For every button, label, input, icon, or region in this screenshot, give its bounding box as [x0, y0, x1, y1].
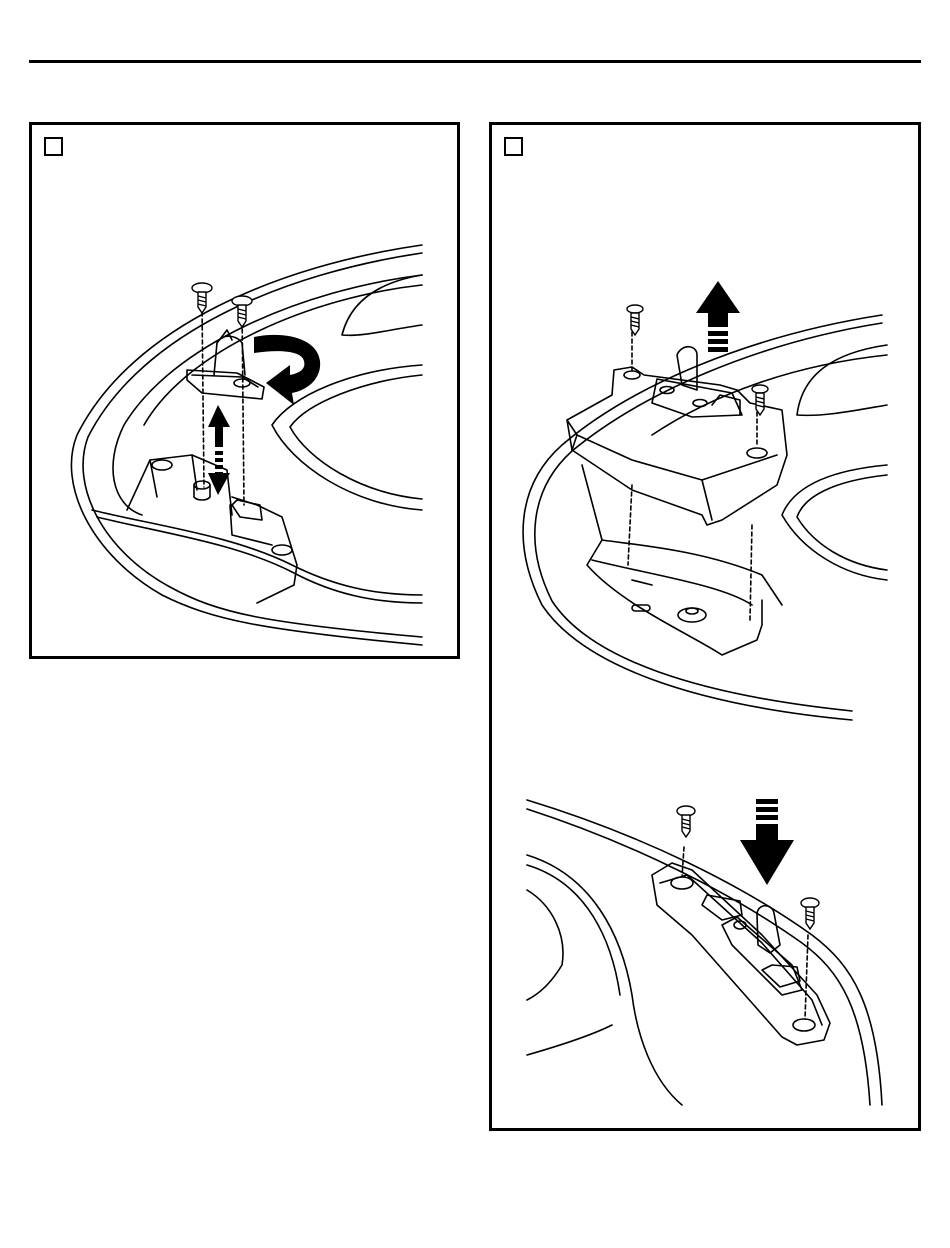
header-rule [29, 60, 921, 63]
down-arrow-icon [740, 799, 794, 885]
illustration-lift-cover-plate [492, 275, 918, 725]
screw-icon [627, 305, 643, 335]
step-panel-right [489, 122, 921, 1131]
up-arrow-icon [696, 281, 740, 352]
illustration-install-bracket [492, 795, 918, 1125]
step-panel-left [29, 122, 460, 659]
screw-icon [232, 296, 252, 327]
screw-icon [677, 806, 695, 837]
up-down-arrow-icon [208, 405, 230, 495]
screw-icon [192, 283, 212, 313]
step-checkbox[interactable] [504, 137, 523, 156]
screw-icon [801, 898, 819, 929]
screw-icon [752, 385, 768, 415]
illustration-bracket-removal [32, 125, 457, 656]
